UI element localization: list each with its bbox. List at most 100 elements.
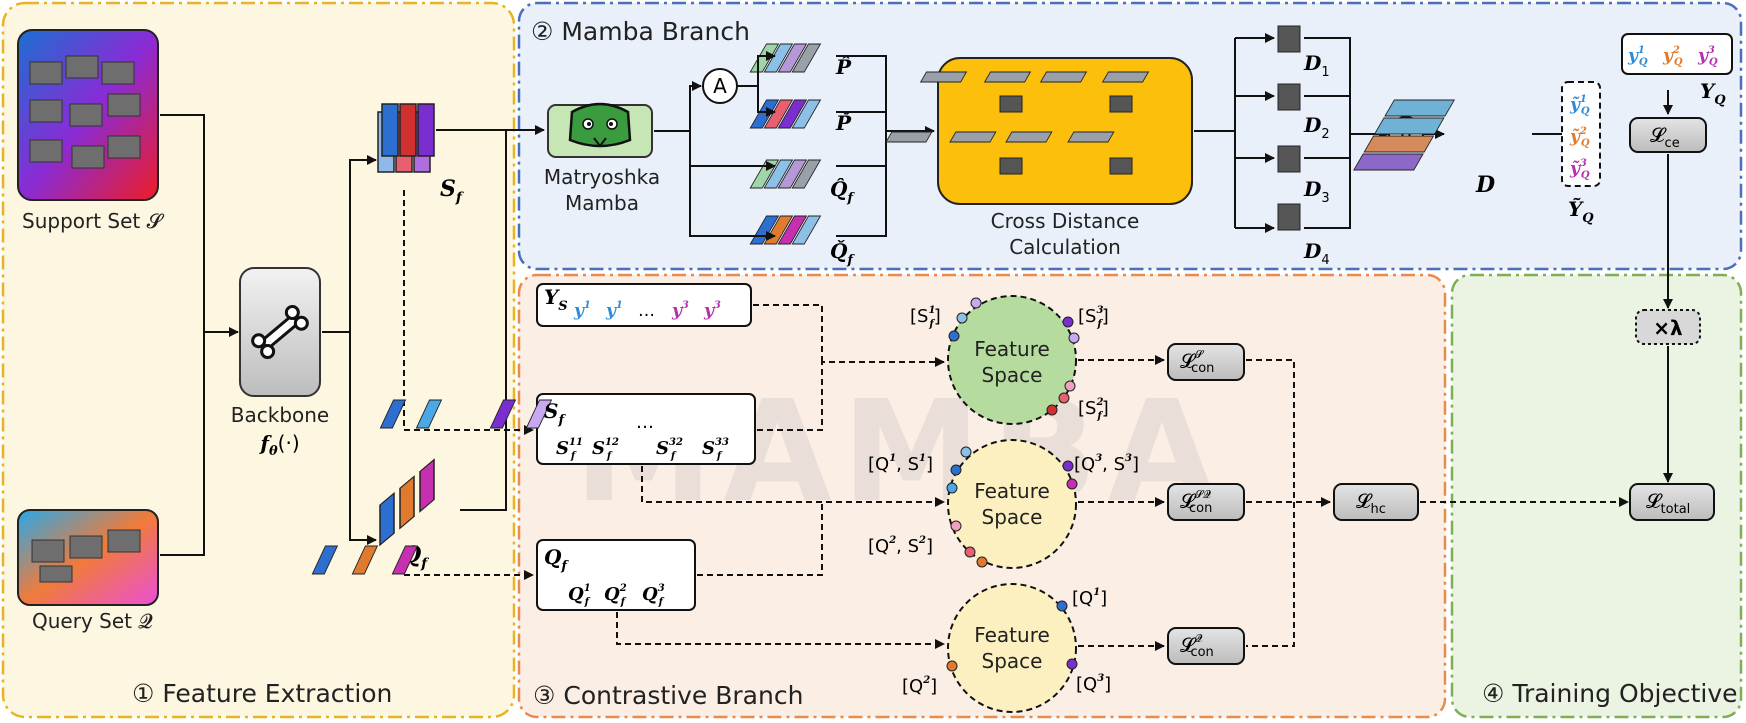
matryoshka-label-1: Matryoshka <box>544 165 660 189</box>
lambda-weight-label: ×λ <box>1653 316 1683 340</box>
tensor-D-label: D <box>1475 172 1495 198</box>
panel-title-mamba-branch: ② Mamba Branch <box>531 17 750 46</box>
backbone-label: Backbone <box>231 403 329 427</box>
loss-ce-box <box>1629 117 1707 153</box>
loss-total-label: 𝓛total <box>1646 489 1690 517</box>
loss-con-SQ-box <box>1167 483 1245 521</box>
support-label-item-dots: … <box>638 301 655 321</box>
panel-title-training-objective: ④ Training Objective <box>1482 679 1738 708</box>
space3-Q1: [Q1] <box>1072 587 1107 609</box>
query-set-image <box>17 509 159 606</box>
query-set-label: Query Set 𝓠 <box>32 609 153 633</box>
query-feature-items <box>311 545 419 575</box>
matryoshka-mamba-block <box>547 102 653 158</box>
feature-space-support-label-1: Feature <box>974 337 1050 361</box>
output-P-hat: P̂ <box>835 55 852 79</box>
lambda-weight-box <box>1635 309 1701 345</box>
feature-space-query-label-1: Feature <box>974 623 1050 647</box>
support-labels-box <box>536 283 752 327</box>
query-features-box <box>536 539 696 611</box>
support-features-box-title: Sf <box>544 399 566 428</box>
backbone-block <box>239 267 321 397</box>
mamba-connectors <box>654 51 935 241</box>
backbone-function: fθ(·) <box>258 431 299 459</box>
loss-hc-box <box>1333 483 1419 521</box>
predicted-labels-Y-tilde: ỸQ <box>1568 197 1594 226</box>
mamba-output-cubes <box>749 43 822 245</box>
space3-Q2: [Q2] <box>902 675 937 697</box>
feature-space-support-label-2: Space <box>982 363 1043 387</box>
cross-distance-block <box>885 57 1193 205</box>
aggregate-node-1-label: A <box>713 74 727 98</box>
predicted-labels-box <box>1561 81 1601 187</box>
support-features-label: Sf <box>440 176 465 206</box>
query-feature-cubes <box>379 458 435 547</box>
snake-icon <box>568 102 632 148</box>
output-Q-hat: Q̂f <box>830 177 855 206</box>
cross-distance-label-1: Cross Distance <box>991 209 1140 233</box>
cross-distance-label-2: Calculation <box>1009 235 1121 259</box>
loss-total-box <box>1629 483 1715 521</box>
loss-con-Q-box <box>1167 627 1245 665</box>
distance-D1: D1 <box>1303 51 1330 80</box>
feature-space-query-label-2: Space <box>982 649 1043 673</box>
bone-icon <box>251 304 309 360</box>
distance-D4: D4 <box>1303 239 1330 268</box>
support-feature-cubes <box>377 103 435 173</box>
loss-hc-label: 𝓛hc <box>1356 489 1386 517</box>
support-label-item-2: y1 <box>605 300 623 321</box>
space2-Q2S2: [Q2, S2] <box>868 535 933 557</box>
matryoshka-label-2: Mamba <box>565 191 639 215</box>
support-features-box <box>536 393 756 465</box>
loss-con-S-box <box>1167 343 1245 381</box>
panel-title-contrastive-branch: ③ Contrastive Branch <box>533 681 803 710</box>
support-set-image <box>17 29 159 201</box>
support-label-item-4: y3 <box>703 300 721 321</box>
output-P-check: P̌ <box>835 111 852 135</box>
support-feature-dots: … <box>636 412 654 433</box>
support-label-item-3: y3 <box>671 300 689 321</box>
panel-title-feature-extraction: ① Feature Extraction <box>132 679 392 708</box>
feature-space-support <box>947 295 1080 425</box>
distance-D2: D2 <box>1303 113 1330 142</box>
ground-truth-labels-box <box>1621 33 1733 75</box>
support-labels-Y-S: YS <box>544 285 568 314</box>
feature-space-joint <box>946 439 1078 569</box>
query-features-box-title: Qf <box>544 545 569 574</box>
distance-cubes <box>1277 25 1301 231</box>
feature-space-query <box>946 583 1078 713</box>
space3-Q3: [Q3] <box>1076 673 1111 695</box>
ground-truth-Y-Q: YQ <box>1700 79 1726 108</box>
support-feature-items <box>379 399 553 429</box>
distance-tensor-D <box>1353 99 1456 171</box>
feature-space-joint-label-1: Feature <box>974 479 1050 503</box>
feature-space-joint-label-2: Space <box>982 505 1043 529</box>
space2-Q3S3: [Q3, S3] <box>1074 453 1139 475</box>
space2-Q1S1: [Q1, S1] <box>868 453 933 475</box>
feature-extraction-connectors <box>160 114 545 556</box>
contrastive-connectors <box>616 304 1629 651</box>
loss-ce-label: 𝓛ce <box>1650 123 1680 151</box>
support-label-item-1: y1 <box>573 300 591 321</box>
support-set-label: Support Set 𝓢 <box>22 209 165 233</box>
